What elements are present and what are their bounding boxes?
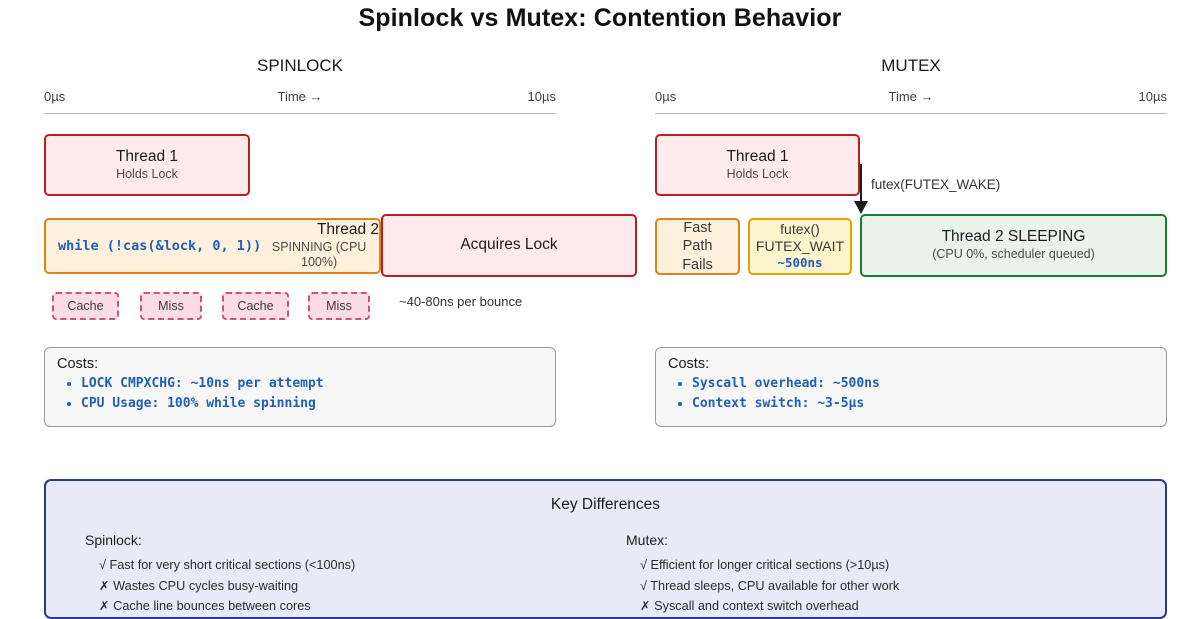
thread1-title: Thread 1	[726, 147, 789, 165]
key-difference-item: √ Efficient for longer critical sections…	[640, 558, 890, 572]
spinlock-time-axis: 0µs Time → 10µs	[44, 89, 556, 109]
futex-wake-label: futex(FUTEX_WAKE)	[871, 177, 1001, 192]
fast-path-line-3: Fails	[682, 256, 713, 273]
costs-item: Context switch: ~3-5µs	[692, 394, 1166, 414]
cache-chip-2: Cache	[222, 292, 289, 320]
costs-label: Costs:	[668, 356, 710, 372]
spinlock-spinning-box[interactable]: while (!cas(&lock, 0, 1)) Thread 2 SPINN…	[44, 218, 381, 274]
axis-rule	[44, 113, 556, 114]
thread1-title: Thread 1	[115, 147, 179, 165]
miss-chip-2: Miss	[308, 292, 370, 320]
thread1-subtitle: Holds Lock	[116, 166, 178, 181]
futex-call-label: futex()	[780, 221, 820, 238]
cache-chip-1: Cache	[52, 292, 119, 320]
key-difference-item: √ Thread sleeps, CPU available for other…	[640, 578, 900, 593]
acquires-lock-label: Acquires Lock	[460, 236, 558, 254]
column-heading: Spinlock:	[85, 532, 142, 548]
thread2-title: Thread 2	[316, 220, 379, 238]
axis-end-label: 10µs	[1138, 89, 1167, 104]
mutex-thread1-box[interactable]: Thread 1 Holds Lock	[655, 134, 860, 196]
mutex-time-axis: 0µs Time → 10µs	[655, 89, 1167, 109]
costs-item: CPU Usage: 100% while spinning	[81, 394, 555, 414]
sleeping-subtitle: (CPU 0%, scheduler queued)	[932, 247, 1095, 262]
axis-mid-label: Time →	[888, 89, 934, 104]
costs-list: Syscall overhead: ~500ns Context switch:…	[668, 374, 1166, 414]
page-title: Spinlock vs Mutex: Contention Behavior	[358, 4, 842, 32]
key-differences-spinlock-column: Spinlock: √ Fast for very short critical…	[85, 532, 355, 617]
mutex-thread2-sleeping-box[interactable]: Thread 2 SLEEPING (CPU 0%, scheduler que…	[860, 214, 1167, 277]
spinlock-costs-card: Costs: LOCK CMPXCHG: ~10ns per attempt C…	[44, 347, 556, 427]
key-difference-item: ✗ Wastes CPU cycles busy-waiting	[99, 578, 299, 593]
futex-wake-arrow-shaft	[860, 164, 862, 206]
mutex-costs-card: Costs: Syscall overhead: ~500ns Context …	[655, 347, 1167, 427]
key-difference-item: ✗ Cache line bounces between cores	[99, 599, 311, 614]
column-heading: Mutex:	[626, 532, 669, 548]
mutex-futex-wait-box[interactable]: futex() FUTEX_WAIT ~500ns	[748, 218, 852, 275]
futex-wait-label: FUTEX_WAIT	[755, 238, 845, 255]
spinlock-thread1-box[interactable]: Thread 1 Holds Lock	[44, 134, 250, 196]
axis-end-label: 10µs	[527, 89, 556, 104]
futex-wait-cost: ~500ns	[777, 255, 823, 271]
cas-loop-code: while (!cas(&lock, 0, 1))	[58, 238, 262, 254]
spinlock-heading: SPINLOCK	[257, 56, 343, 75]
thread2-subtitle: SPINNING (CPU 100%)	[271, 239, 367, 270]
axis-start-label: 0µs	[655, 89, 677, 104]
key-differences-title: Key Differences	[550, 496, 661, 513]
miss-chip-1: Miss	[140, 292, 202, 320]
fast-path-line-1: Fast	[683, 219, 712, 236]
costs-item: LOCK CMPXCHG: ~10ns per attempt	[81, 374, 555, 394]
axis-start-label: 0µs	[44, 89, 66, 104]
mutex-heading: MUTEX	[881, 56, 941, 75]
cache-bounce-note: ~40-80ns per bounce	[399, 294, 523, 309]
costs-item: Syscall overhead: ~500ns	[692, 374, 1166, 394]
sleeping-title: Thread 2 SLEEPING	[941, 228, 1086, 246]
axis-rule	[655, 113, 1167, 114]
fast-path-line-2: Path	[682, 238, 713, 255]
futex-wake-arrow-icon	[854, 201, 868, 214]
thread1-subtitle: Holds Lock	[726, 166, 789, 181]
spinlock-acquires-lock-box[interactable]: Acquires Lock	[381, 214, 637, 277]
key-differences-panel: Key Differences Spinlock: √ Fast for ver…	[44, 479, 1167, 619]
axis-mid-label: Time →	[277, 89, 323, 104]
costs-label: Costs:	[57, 356, 99, 372]
key-difference-item: ✗ Syscall and context switch overhead	[640, 599, 859, 614]
key-difference-item: √ Fast for very short critical sections …	[99, 558, 356, 572]
costs-list: LOCK CMPXCHG: ~10ns per attempt CPU Usag…	[57, 374, 555, 414]
mutex-fast-path-fails-box[interactable]: Fast Path Fails	[655, 218, 740, 275]
key-differences-mutex-column: Mutex: √ Efficient for longer critical s…	[626, 532, 899, 617]
